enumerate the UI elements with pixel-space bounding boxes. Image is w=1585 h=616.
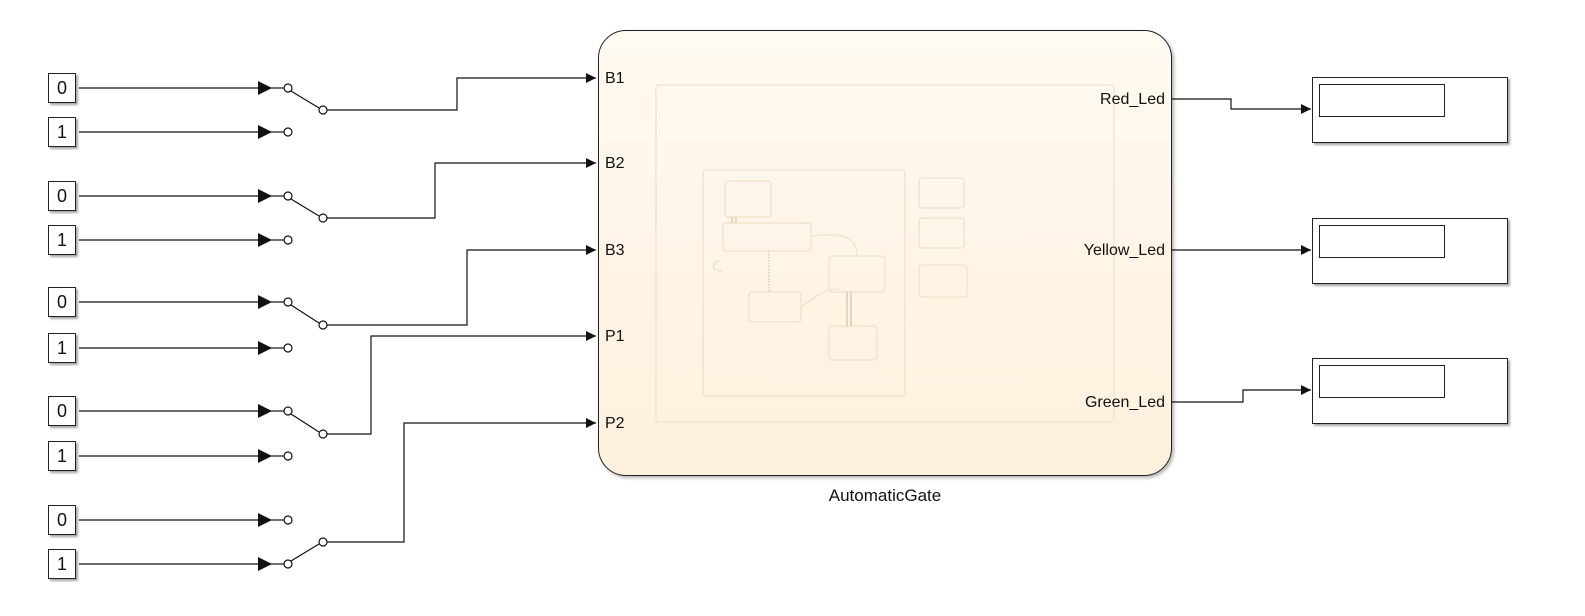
constant-value: 0: [56, 291, 67, 312]
constant-block[interactable]: 0: [48, 505, 76, 535]
wire-to-p2: [327, 418, 596, 543]
manual-switch-3[interactable]: [272, 297, 328, 353]
constant-value: 1: [56, 229, 67, 250]
display-block-yellow-led[interactable]: [1312, 218, 1508, 284]
constant-value: 0: [56, 185, 67, 206]
wire-green-led: [1172, 385, 1311, 403]
wire-to-b3: [327, 245, 596, 326]
constant-block[interactable]: 0: [48, 396, 76, 426]
constant-value: 1: [56, 121, 67, 142]
chart-block-name[interactable]: AutomaticGate: [828, 486, 942, 505]
constant-block[interactable]: 1: [48, 117, 76, 147]
input-port-p2: P2: [605, 415, 625, 432]
display-screen: [1319, 225, 1445, 258]
constant-value: 1: [56, 553, 67, 574]
constant-wires: [79, 87, 272, 565]
chart-output-wires: [1172, 98, 1311, 403]
input-port-b1: B1: [605, 70, 625, 87]
manual-switch-2[interactable]: [272, 191, 328, 245]
display-screen: [1319, 84, 1445, 117]
chart-preview-thumbnail: [655, 84, 1115, 423]
output-port-yellow-led: Yellow_Led: [1083, 242, 1165, 259]
output-port-green-led: Green_Led: [1084, 394, 1165, 411]
manual-switch-1[interactable]: [272, 83, 328, 137]
switch-output-wires: [327, 73, 596, 543]
switch-input-arrows: [258, 81, 272, 571]
manual-switch-4[interactable]: [272, 406, 328, 461]
output-port-red-led: Red_Led: [1100, 91, 1165, 108]
constant-block[interactable]: 1: [48, 441, 76, 471]
manual-switch-5[interactable]: [272, 515, 328, 569]
input-port-b2: B2: [605, 155, 625, 172]
constant-value: 0: [56, 77, 67, 98]
stateflow-chart-block[interactable]: [598, 30, 1172, 476]
constant-block[interactable]: 1: [48, 333, 76, 363]
display-block-red-led[interactable]: [1312, 77, 1508, 143]
display-screen: [1319, 365, 1445, 398]
constant-block[interactable]: 1: [48, 225, 76, 255]
display-block-green-led[interactable]: [1312, 358, 1508, 424]
constant-block[interactable]: 1: [48, 549, 76, 579]
wire-red-led: [1172, 98, 1311, 114]
constant-block[interactable]: 0: [48, 181, 76, 211]
input-port-b3: B3: [605, 242, 625, 259]
wire-to-b2: [327, 158, 596, 219]
input-port-p1: P1: [605, 328, 625, 345]
wire-to-b1: [327, 73, 596, 111]
wire-to-p1: [327, 331, 596, 435]
constant-value: 0: [56, 400, 67, 421]
constant-value: 0: [56, 509, 67, 530]
constant-value: 1: [56, 445, 67, 466]
constant-block[interactable]: 0: [48, 287, 76, 317]
constant-block[interactable]: 0: [48, 73, 76, 103]
constant-value: 1: [56, 337, 67, 358]
